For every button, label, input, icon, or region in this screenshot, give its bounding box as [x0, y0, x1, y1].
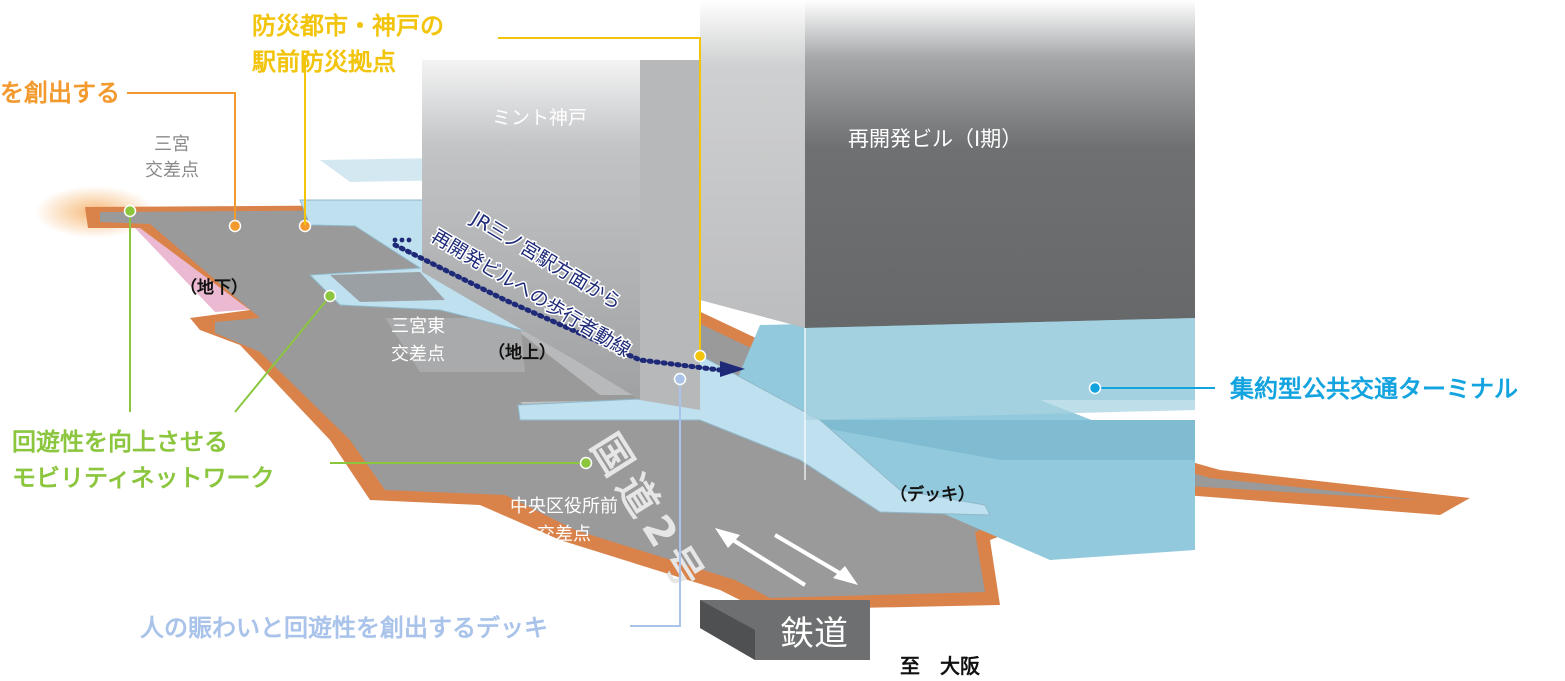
callout-dot-icon: [579, 456, 593, 470]
green-callout: [123, 204, 593, 470]
yellow-callout: [304, 37, 707, 363]
terminal-lower: [780, 420, 1195, 460]
mint-kobe-building: [422, 60, 640, 400]
sannomiya-label-1: 三宮: [154, 134, 190, 155]
route-arrow-icon: [720, 361, 745, 377]
deck-opening: [330, 272, 445, 302]
to-osaka-label: 至 大阪: [900, 654, 981, 677]
callout-dot-icon: [323, 289, 337, 303]
green-callout-line2: モビリティネットワーク: [12, 464, 275, 492]
deck-callout-text: 人の賑わいと回遊性を創出するデッキ: [140, 614, 548, 642]
callout-dot-icon: [1088, 381, 1102, 395]
sannomiya-label-2: 交差点: [145, 160, 199, 181]
sannomiya-east-label-2: 交差点: [391, 344, 445, 365]
green-callout-line1: 回遊性を向上させる: [12, 428, 228, 456]
railway-label: 鉄道: [780, 614, 848, 654]
redevelopment-building-side: [700, 0, 805, 328]
orange-callout: [127, 92, 312, 233]
mint-kobe-label: ミント神戸: [492, 107, 587, 129]
redevelopment-podium: [805, 318, 1195, 420]
railway-box-side: [700, 600, 755, 660]
callout-dot-icon: [123, 204, 137, 218]
underground-label: （地下）: [180, 277, 248, 298]
arrow-icon: [715, 528, 858, 587]
deck-callout: [630, 372, 687, 627]
callout-dot-icon: [673, 372, 687, 386]
terminal-callout: [1088, 381, 1215, 395]
orange-callout-text: を創出する: [0, 79, 120, 107]
yellow-callout-line1: 防災都市・神戸の: [252, 12, 444, 40]
mint-kobe-side: [640, 60, 700, 410]
pedestrian-route: [392, 237, 745, 377]
sannomiya-east-label-1: 三宮東: [391, 316, 445, 337]
plaza-east: [385, 318, 525, 372]
callout-dot-icon: [228, 219, 242, 233]
yellow-callout-line2: 駅前防災拠点: [252, 48, 396, 76]
callout-dot-icon: [693, 349, 707, 363]
chuo-label-1: 中央区役所前: [510, 496, 618, 517]
terminal-callout-text: 集約型公共交通ターミナル: [1229, 375, 1518, 403]
deck-label: （デッキ）: [890, 484, 975, 505]
ground-label: （地上）: [488, 342, 556, 363]
redevelopment-building: [805, 0, 1195, 328]
chuo-label-2: 交差点: [537, 524, 591, 545]
redevelopment-label: 再開発ビル（Ⅰ期）: [848, 127, 1022, 151]
